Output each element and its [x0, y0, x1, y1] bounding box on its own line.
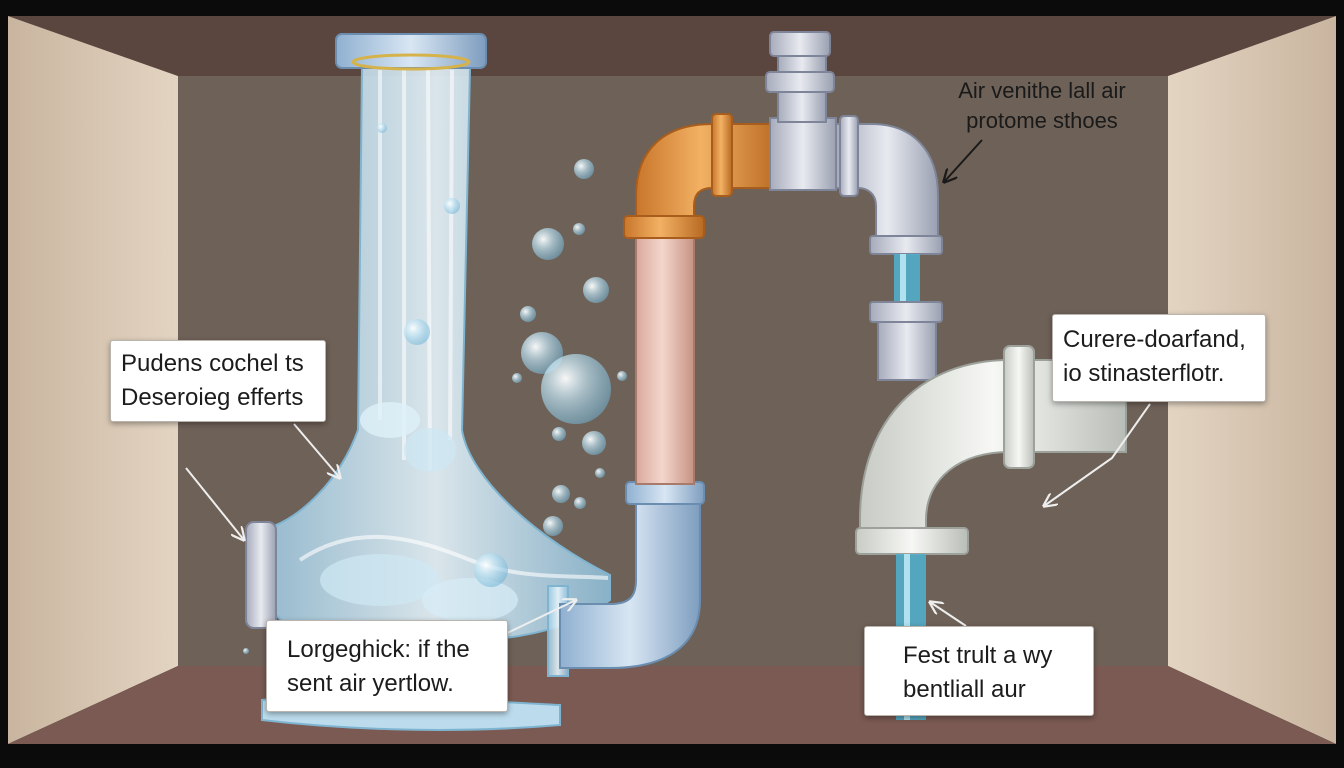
label-bottom-left-line1: Lorgeghick: if the — [287, 636, 470, 663]
label-bottom-right-line2: bentliall aur — [903, 676, 1026, 703]
label-left-line2: Deseroieg efferts — [121, 384, 304, 411]
riser-pipe — [635, 235, 695, 485]
label-bottom-left-line2: sent air yertlow. — [287, 670, 454, 697]
label-right-line1: Curere-doarfand, — [1063, 326, 1246, 353]
label-bottom-left-callout: Lorgeghick: if the sent air yertlow. — [266, 620, 508, 712]
left-flange — [245, 521, 277, 629]
floor — [8, 666, 1336, 744]
label-air-vent-line2: protome sthoes — [966, 108, 1118, 133]
label-air-vent-line1: Air venithe lall air — [958, 78, 1126, 103]
ceiling — [8, 16, 1336, 76]
vent-tube — [894, 254, 920, 304]
label-bottom-right-line1: Fest trult a wy — [903, 642, 1053, 669]
label-air-vent: Air venithe lall air protome sthoes — [940, 76, 1144, 136]
label-bottom-right-callout: Fest trult a wy bentliall aur — [864, 626, 1094, 716]
air-bubbles — [243, 123, 627, 654]
label-right-line2: io stinasterflotr. — [1063, 360, 1225, 387]
grey-elbow — [835, 123, 939, 241]
left-wall — [8, 16, 178, 744]
label-right-callout: Curere-doarfand, io stinasterflotr. — [1052, 314, 1266, 402]
label-left-callout: Pudens cochel ts Deseroieg efferts — [110, 340, 326, 422]
label-left-line1: Pudens cochel ts — [121, 350, 304, 377]
pipe-top-cap — [335, 33, 487, 69]
center-drain-pipe — [559, 31, 943, 669]
vent-tee — [769, 117, 837, 191]
